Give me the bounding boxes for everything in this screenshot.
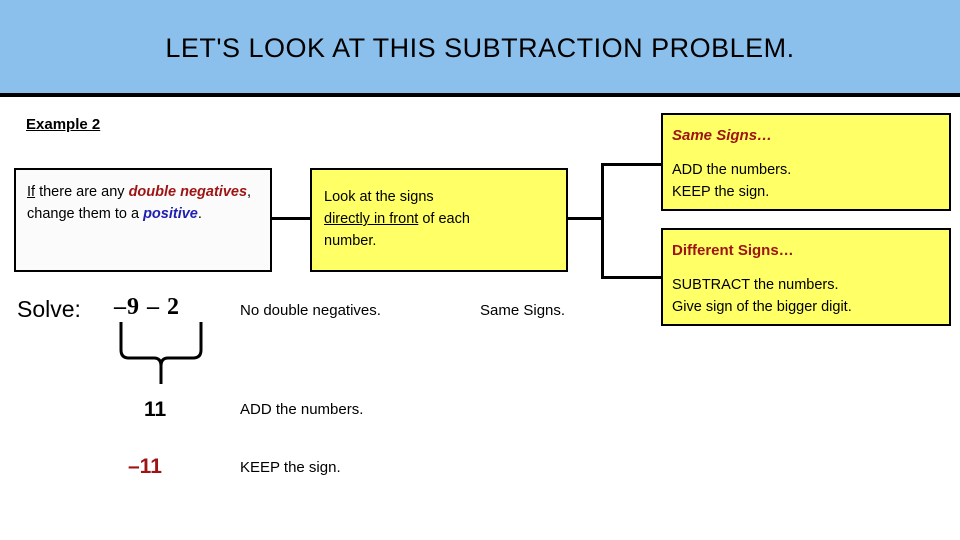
slide-header-band	[0, 0, 960, 97]
connector-line-box2-to-bracket	[568, 217, 603, 220]
box2-underlined-phrase: directly in front	[324, 211, 419, 227]
brace-under-expression	[119, 322, 203, 384]
box-different-signs-heading: Different Signs…	[672, 242, 794, 259]
flowchart-box-double-negatives: If there are any double negatives, chang…	[14, 168, 272, 272]
box2-line-3: number.	[324, 233, 377, 249]
box1-text-a: there are any	[35, 184, 129, 200]
box-different-signs-line-2: Give sign of the bigger digit.	[672, 299, 852, 315]
box-same-signs-line-1: ADD the numbers.	[672, 162, 792, 178]
solve-expression: –9 – 2	[114, 294, 180, 320]
box-same-signs-heading: Same Signs…	[672, 127, 773, 144]
connector-bracket-branch-bottom	[601, 276, 661, 279]
box1-text-b: , change them to a	[27, 184, 252, 222]
result-sum-value: 11	[144, 398, 167, 421]
flowchart-box-look-at-signs: Look at the signs directly in front of e…	[310, 168, 568, 272]
page-title: LET'S LOOK AT THIS SUBTRACTION PROBLEM.	[165, 33, 795, 63]
solve-label: Solve:	[17, 296, 81, 322]
connector-bracket-branch-top	[601, 163, 661, 166]
note-same-signs: Same Signs.	[480, 302, 566, 319]
box2-line-2-tail: of each	[418, 211, 470, 227]
box1-text-c: .	[197, 206, 202, 222]
note-no-double-negatives: No double negatives.	[240, 302, 381, 319]
connector-bracket-vertical	[601, 163, 604, 279]
box1-emphasis-positive: positive	[143, 206, 198, 222]
box1-emphasis-double-negatives: double negatives	[128, 184, 248, 200]
flowchart-box-same-signs: Same Signs… ADD the numbers. KEEP the si…	[661, 113, 951, 211]
result-sum-note: ADD the numbers.	[240, 401, 364, 418]
box2-line-2: directly in front of each	[324, 208, 557, 230]
box-same-signs-line-2: KEEP the sign.	[672, 184, 770, 200]
box2-line-1: Look at the signs	[324, 189, 434, 205]
result-signed-value: –11	[128, 455, 162, 478]
example-label: Example 2	[26, 116, 101, 133]
box-different-signs-line-1: SUBTRACT the numbers.	[672, 277, 839, 293]
connector-line-box1-to-box2	[272, 217, 310, 220]
box1-word-if: If	[27, 184, 36, 200]
flowchart-box-different-signs: Different Signs… SUBTRACT the numbers. G…	[661, 228, 951, 326]
result-signed-note: KEEP the sign.	[240, 459, 341, 476]
